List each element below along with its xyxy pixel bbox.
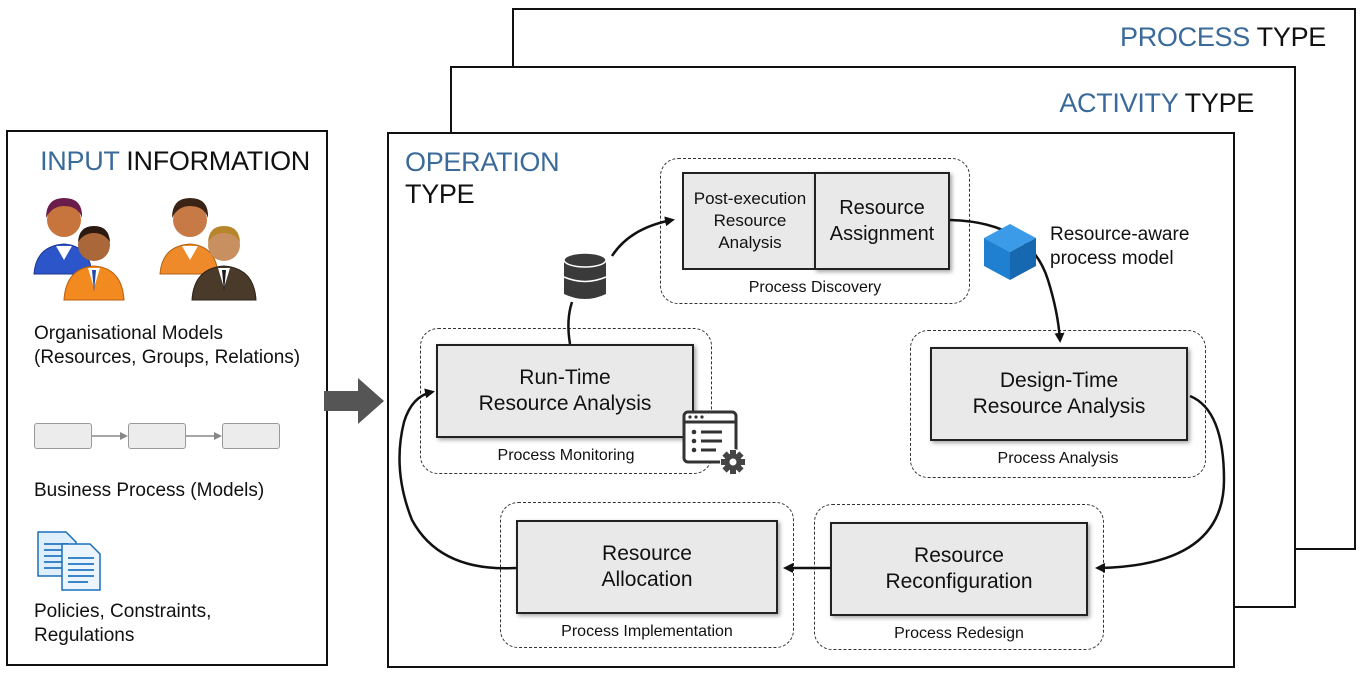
flow-step: [128, 423, 186, 449]
gear-icon: [720, 449, 746, 475]
business-process-label: Business Process (Models): [34, 480, 265, 501]
flow-icon: [34, 421, 284, 451]
design-time-analysis-box: Design-Time Resource Analysis: [930, 347, 1188, 441]
arrow-discovery-to-design: [949, 218, 1065, 343]
arrow-db-to-discovery: [610, 216, 675, 257]
process-monitoring-label: Process Monitoring: [497, 447, 635, 464]
operation-type-title: OPERATION TYPE: [405, 147, 560, 209]
resource-reconfiguration-box: Resource Reconfiguration: [830, 522, 1088, 616]
input-arrow-icon: [324, 378, 384, 424]
resource-allocation-box: Resource Allocation: [516, 520, 778, 614]
people-icon: [33, 198, 125, 301]
activity-type-title: ACTIVITY TYPE: [1059, 88, 1254, 118]
people-back-person: [159, 198, 219, 275]
process-analysis-label: Process Analysis: [997, 450, 1119, 467]
resource-assignment-box: Resource Assignment: [814, 172, 950, 270]
documents-icon: [37, 531, 101, 591]
run-time-analysis-box: Run-Time Resource Analysis: [436, 344, 694, 438]
flow-step: [222, 423, 280, 449]
process-discovery-label: Process Discovery: [748, 279, 882, 296]
people-front-person: [63, 226, 125, 301]
process-discovery-group: [660, 158, 970, 304]
database-icon: [563, 252, 607, 299]
people-icon: [159, 198, 257, 301]
input-information-title: INPUT INFORMATION: [40, 146, 310, 176]
post-execution-analysis-box: Post-execution Resource Analysis: [682, 172, 818, 270]
flow-arrows: [92, 432, 222, 440]
process-redesign-label: Process Redesign: [894, 625, 1024, 642]
settings-list-icon: [682, 410, 746, 475]
arrow-design-to-redesign: [1095, 394, 1226, 573]
cube-icon: [984, 224, 1036, 280]
process-implementation-label: Process Implementation: [561, 623, 733, 640]
policies-label: Policies, Constraints, Regulations: [34, 601, 212, 646]
process-monitoring-group: [420, 328, 712, 474]
arrow-runtime-to-db: [567, 301, 574, 345]
process-type-title: PROCESS TYPE: [1120, 22, 1326, 52]
people-front-person: [191, 226, 257, 301]
org-models-label: Organisational Models (Resources, Groups…: [34, 323, 301, 368]
process-redesign-group: [814, 504, 1104, 650]
resource-aware-model-label: Resource-aware process model: [1050, 224, 1190, 269]
flow-step: [34, 423, 92, 449]
process-implementation-group: [500, 502, 794, 648]
document-front: [61, 543, 101, 591]
people-back-person: [33, 198, 93, 275]
arrow-implementation-to-runtime: [398, 388, 517, 570]
